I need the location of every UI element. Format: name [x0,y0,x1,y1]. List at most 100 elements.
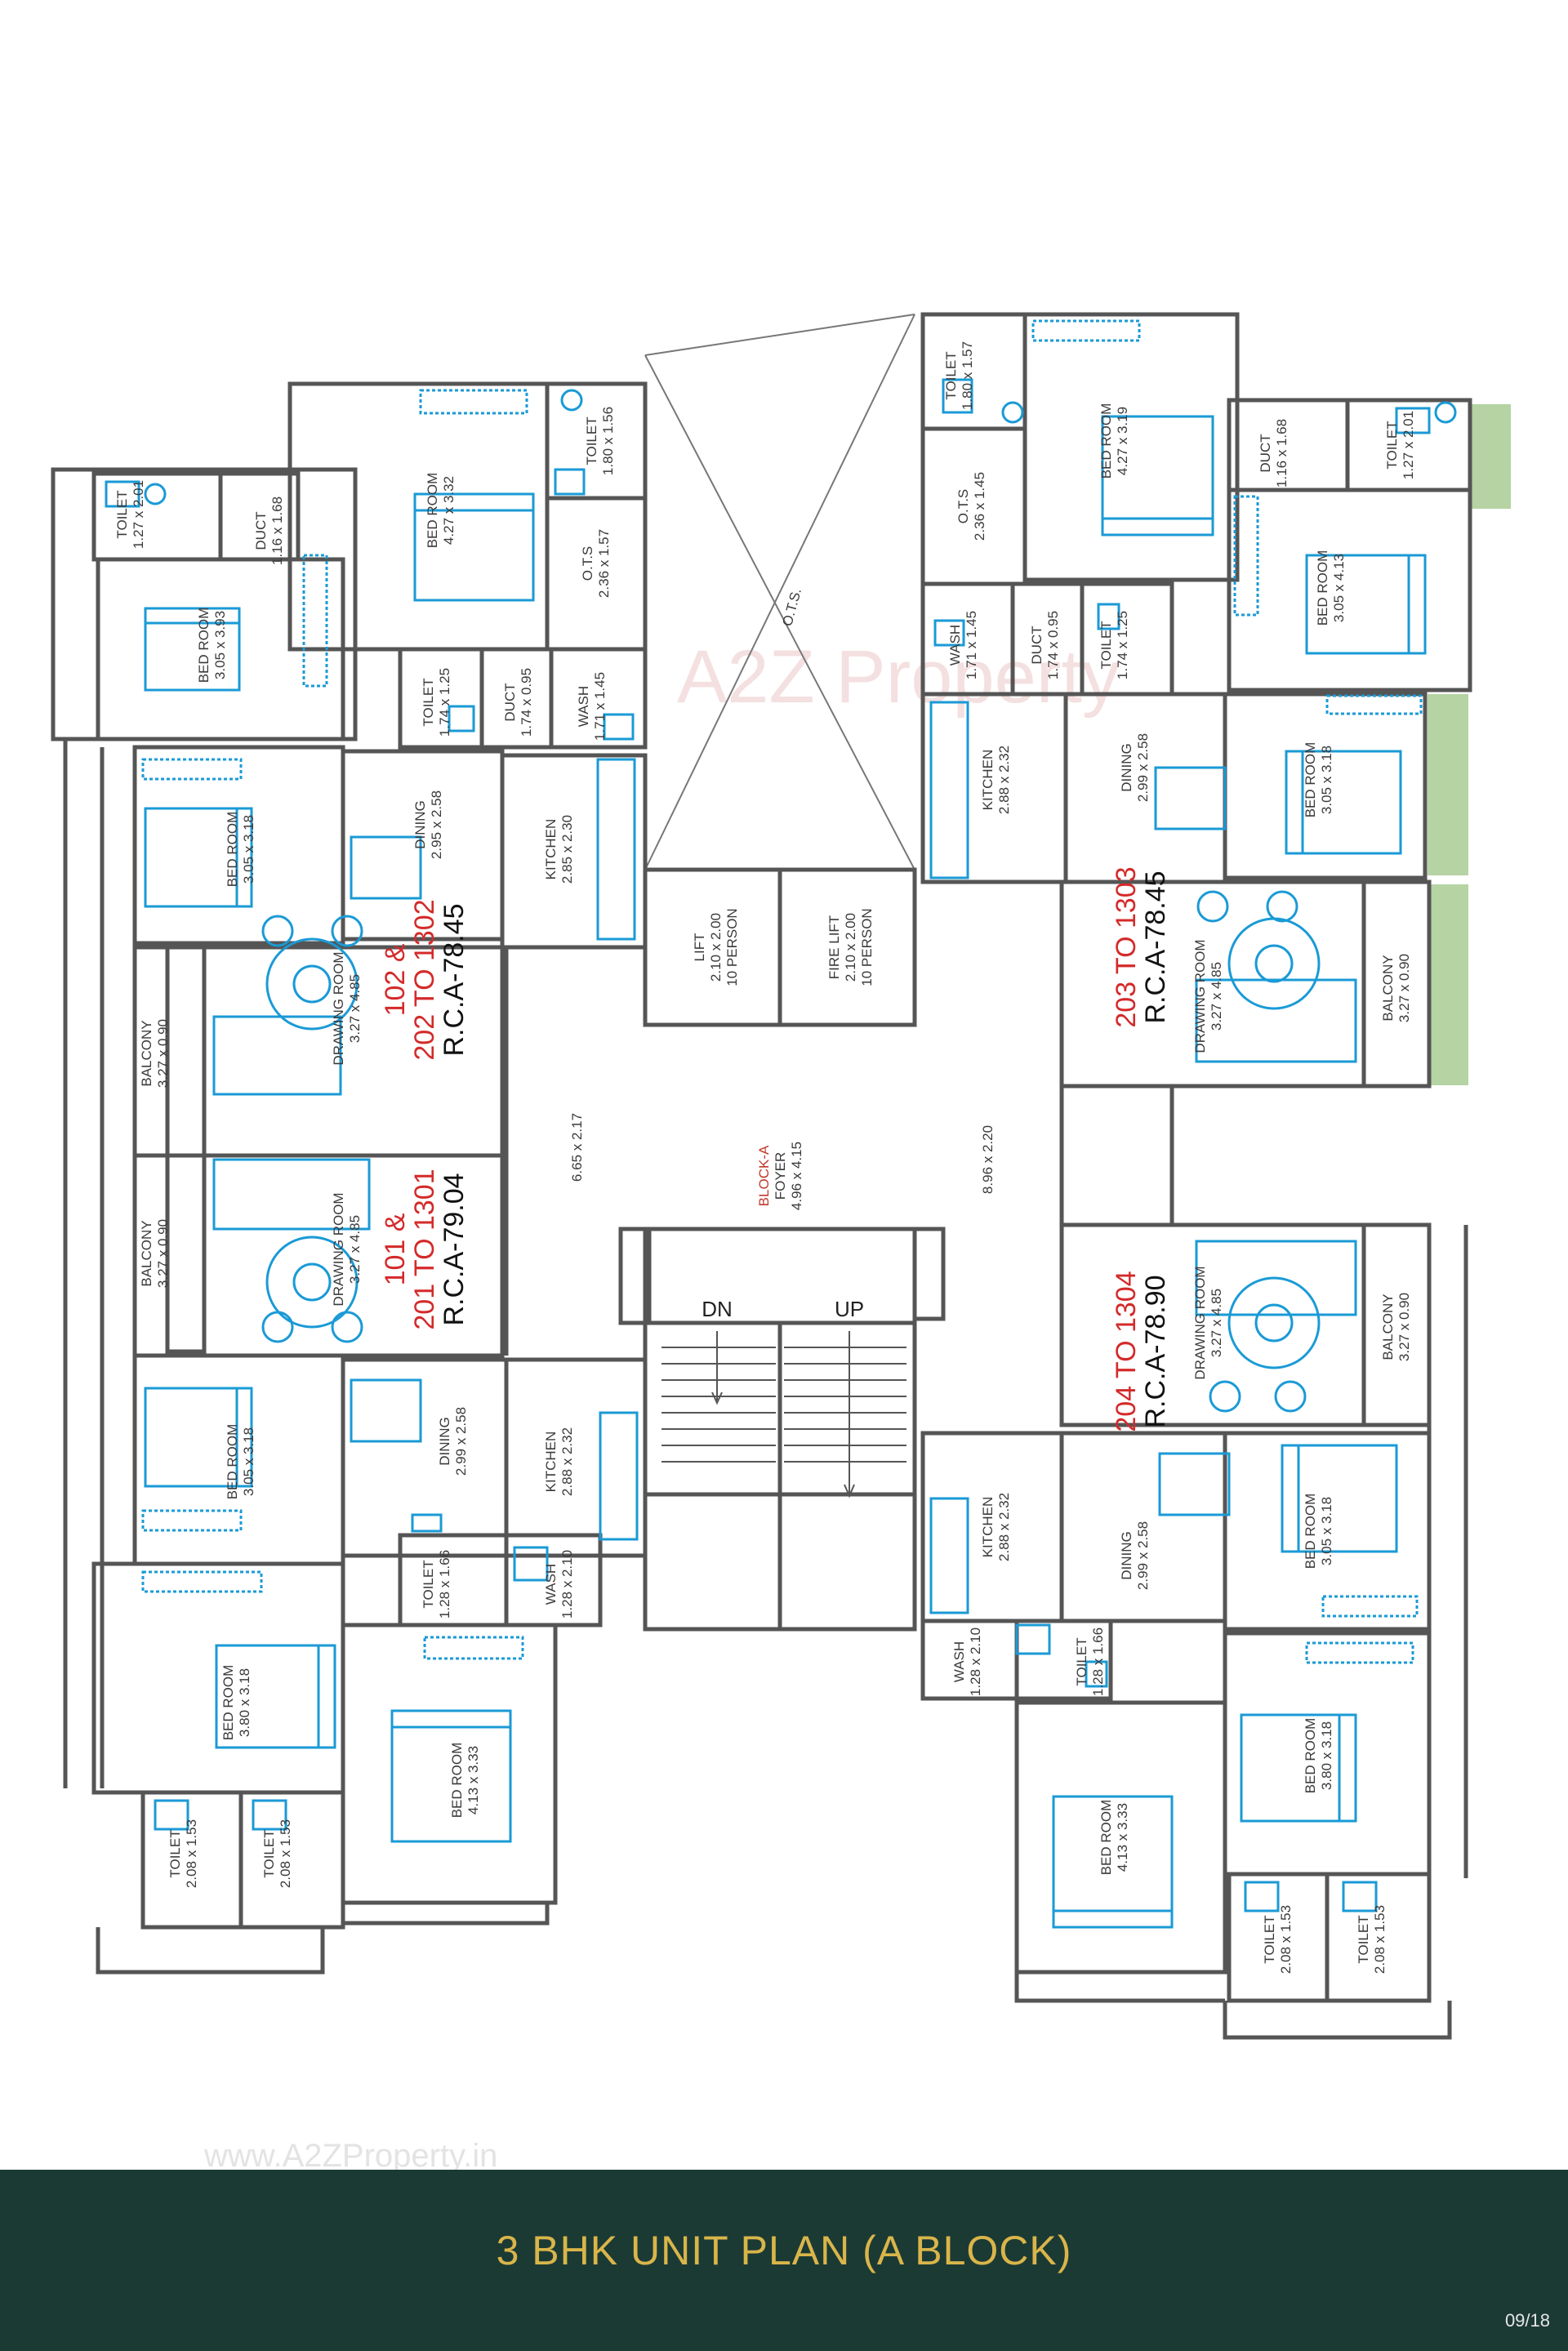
svg-text:10 PERSON: 10 PERSON [724,908,740,986]
unit-label-u4: 204 TO 1304 R.C.A-78.90 [1111,1271,1171,1432]
svg-text:BED ROOM: BED ROOM [225,1424,240,1500]
svg-text:3.05 x 4.13: 3.05 x 4.13 [1331,554,1347,622]
svg-text:KITCHEN: KITCHEN [980,1497,996,1558]
unit-label-u1: 102 & 202 TO 1302 R.C.A-78.45 [380,899,470,1060]
svg-text:2.99 x 2.58: 2.99 x 2.58 [453,1407,469,1476]
page-number: 09/18 [1504,2310,1550,2331]
svg-text:DINING: DINING [437,1417,452,1466]
svg-text:3.27 x 0.90: 3.27 x 0.90 [155,1219,171,1288]
svg-text:O.T.S: O.T.S [956,489,971,524]
svg-text:O.T.S.: O.T.S. [779,586,804,628]
svg-text:1.80 x 1.56: 1.80 x 1.56 [600,407,616,475]
corridor-right-label: 8.96 x 2.20 [980,1125,996,1194]
svg-text:1.74 x 1.25: 1.74 x 1.25 [1115,611,1130,679]
svg-text:1.28 x 2.10: 1.28 x 2.10 [968,1627,983,1696]
svg-text:TOILET: TOILET [584,416,599,465]
svg-text:4.13 x 3.33: 4.13 x 3.33 [1115,1803,1130,1872]
svg-text:TOILET: TOILET [943,351,959,399]
svg-text:1.71 x 1.45: 1.71 x 1.45 [964,611,979,679]
svg-text:8.96 x 2.20: 8.96 x 2.20 [980,1125,996,1194]
svg-text:1.28 x 1.66: 1.28 x 1.66 [437,1550,452,1619]
svg-text:BLOCK-A: BLOCK-A [756,1145,772,1206]
svg-text:1.74 x 0.95: 1.74 x 0.95 [519,668,534,737]
svg-text:2.08 x 1.53: 2.08 x 1.53 [1372,1905,1388,1974]
svg-text:3.05 x 3.18: 3.05 x 3.18 [1319,746,1334,814]
svg-text:DRAWING ROOM: DRAWING ROOM [1192,939,1208,1053]
svg-text:204 TO 1304: 204 TO 1304 [1111,1271,1142,1432]
svg-text:3.05 x 3.93: 3.05 x 3.93 [212,611,228,679]
svg-text:TOILET: TOILET [114,490,130,538]
svg-text:O.T.S: O.T.S [580,546,595,581]
svg-text:DRAWING ROOM: DRAWING ROOM [331,951,346,1065]
svg-text:FIRE LIFT: FIRE LIFT [826,915,842,979]
svg-text:TOILET: TOILET [1074,1637,1089,1685]
svg-text:1.27 x 2.01: 1.27 x 2.01 [131,480,146,549]
svg-text:BED ROOM: BED ROOM [196,608,212,683]
svg-text:1.71 x 1.45: 1.71 x 1.45 [592,672,608,741]
svg-text:WASH: WASH [947,625,963,666]
svg-text:R.C.A-78.45: R.C.A-78.45 [1140,870,1171,1023]
svg-text:4.27 x 3.19: 4.27 x 3.19 [1115,407,1130,475]
svg-text:BALCONY: BALCONY [1380,1293,1396,1360]
svg-text:WASH: WASH [951,1641,967,1682]
svg-text:TOILET: TOILET [1262,1915,1277,1963]
svg-text:3.27 x 4.85: 3.27 x 4.85 [1209,1289,1224,1357]
svg-text:KITCHEN: KITCHEN [543,1432,559,1493]
ots-label: O.T.S. [779,586,804,628]
svg-text:WASH: WASH [543,1564,559,1605]
svg-text:BED ROOM: BED ROOM [425,473,440,549]
unit-label-u2: 101 & 201 TO 1301 R.C.A-79.04 [380,1169,470,1329]
svg-text:BED ROOM: BED ROOM [225,812,240,888]
svg-text:KITCHEN: KITCHEN [980,750,996,811]
svg-text:3.27 x 4.85: 3.27 x 4.85 [347,974,363,1043]
svg-text:1.74 x 0.95: 1.74 x 0.95 [1045,611,1061,679]
walls [51,312,1472,2040]
svg-text:TOILET: TOILET [1356,1915,1371,1963]
svg-text:10 PERSON: 10 PERSON [859,908,875,986]
stair-down-label: DN [702,1297,733,1321]
svg-text:BED ROOM: BED ROOM [1098,1800,1114,1876]
svg-text:3.80 x 3.18: 3.80 x 3.18 [1319,1721,1334,1790]
svg-text:R.C.A-78.90: R.C.A-78.90 [1140,1275,1171,1427]
core-labels: LIFT 2.10 x 2.00 10 PERSON FIRE LIFT 2.1… [569,586,996,1210]
lift-label: LIFT 2.10 x 2.00 10 PERSON [692,908,740,986]
svg-text:2.10 x 2.00: 2.10 x 2.00 [708,913,724,982]
svg-text:TOILET: TOILET [261,1829,277,1877]
svg-text:TOILET: TOILET [1098,621,1114,669]
furniture [105,319,1457,1929]
svg-text:1.28 x 2.10: 1.28 x 2.10 [559,1550,575,1619]
svg-text:DINING: DINING [412,800,428,849]
svg-text:1.28 x 1.66: 1.28 x 1.66 [1090,1627,1106,1696]
svg-text:2.85 x 2.30: 2.85 x 2.30 [559,815,575,884]
svg-text:3.05 x 3.18: 3.05 x 3.18 [241,815,256,884]
svg-text:2.08 x 1.53: 2.08 x 1.53 [184,1819,199,1888]
fire-lift-label: FIRE LIFT 2.10 x 2.00 10 PERSON [826,908,875,986]
svg-text:DUCT: DUCT [1258,434,1273,472]
svg-text:KITCHEN: KITCHEN [543,819,559,880]
